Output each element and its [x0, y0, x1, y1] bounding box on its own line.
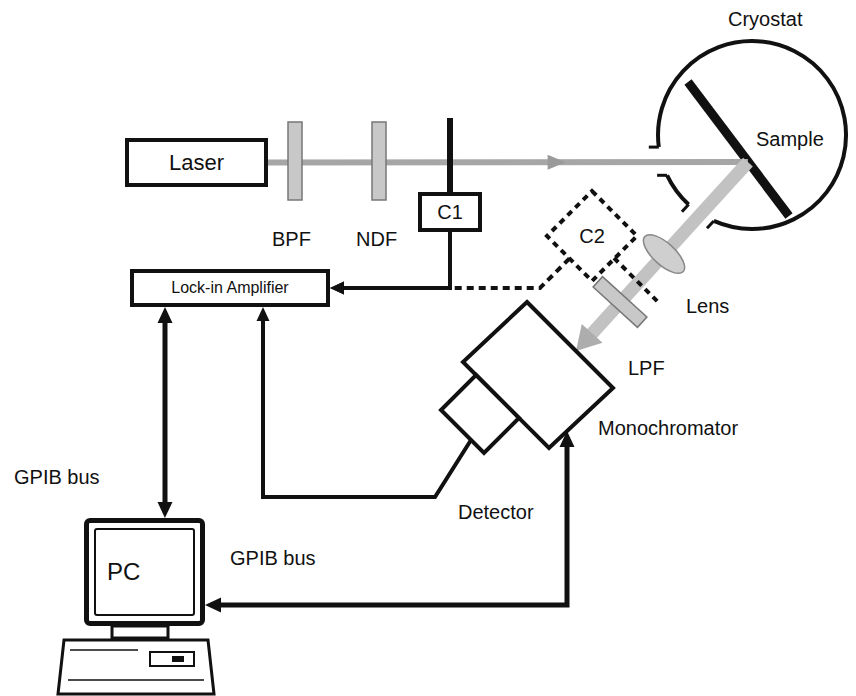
pc-monitor: PC: [84, 518, 205, 626]
connector: [257, 307, 472, 497]
window-flange: [682, 204, 689, 211]
pc-label: PC: [107, 560, 140, 584]
lens-label: Lens: [684, 296, 731, 316]
case-line: [70, 649, 138, 651]
laser-box: Laser: [125, 138, 268, 187]
drive-button: [172, 656, 184, 662]
connector-line: [342, 259, 570, 289]
detector-box: Detector: [441, 375, 519, 453]
chopper-label: C2: [579, 226, 605, 246]
chopper-label: C1: [437, 202, 463, 222]
connector: [330, 259, 570, 295]
cryostat-wall: [658, 41, 846, 229]
computer-case: [58, 640, 214, 694]
chopper-blade: [614, 258, 660, 304]
connector-line: [268, 159, 748, 165]
arrow-head: [330, 282, 344, 295]
window-flange: [657, 174, 667, 177]
outline-shape: [441, 375, 519, 453]
detector-box-outline: [441, 375, 519, 453]
detector-label: Detector: [458, 502, 534, 522]
bandpass-filter: [288, 122, 302, 200]
connector: [158, 307, 173, 518]
arrow-head: [158, 307, 173, 323]
nd-filter: [372, 122, 386, 200]
lockin-box: Lock-in Amplifier: [130, 269, 330, 307]
connector-line: [219, 445, 567, 605]
bus-label: GPIB bus: [12, 467, 102, 487]
filter-label: NDF: [354, 229, 399, 249]
sample-label: Sample: [754, 129, 826, 149]
chopper-blade: [447, 118, 453, 194]
connector: [205, 431, 575, 612]
lockin-label: Lock-in Amplifier: [171, 280, 288, 296]
filter-label: LPF: [626, 358, 667, 378]
chopper-outline: C2: [547, 191, 637, 281]
sample-plate: [688, 82, 789, 216]
connector-line: [163, 321, 168, 504]
monitor-stand: [112, 626, 168, 638]
arrow-head: [257, 307, 270, 321]
arrow-head: [158, 502, 173, 518]
chopper-box: C1: [418, 192, 482, 232]
bus-label: GPIB bus: [228, 548, 318, 568]
arrow-head: [205, 598, 221, 613]
filter-label: BPF: [270, 229, 313, 249]
connector-line: [591, 162, 748, 335]
arrow-head: [330, 282, 344, 295]
monochromator-label: Monochromator: [598, 418, 738, 438]
arrow-head: [576, 324, 603, 351]
cryostat-label: Cryostat: [728, 9, 802, 29]
window-flange: [649, 146, 659, 149]
drive-slot: [150, 652, 194, 666]
connector-line: [263, 319, 471, 497]
outline-shape: [547, 191, 637, 281]
connector: [576, 162, 748, 351]
cryostat-wall: [667, 175, 689, 204]
case-line: [68, 679, 204, 681]
lens-shape: [637, 228, 690, 279]
arrow-head: [548, 155, 566, 170]
connector: [268, 155, 748, 170]
window-flange: [707, 221, 714, 228]
laser-label: Laser: [169, 152, 224, 174]
